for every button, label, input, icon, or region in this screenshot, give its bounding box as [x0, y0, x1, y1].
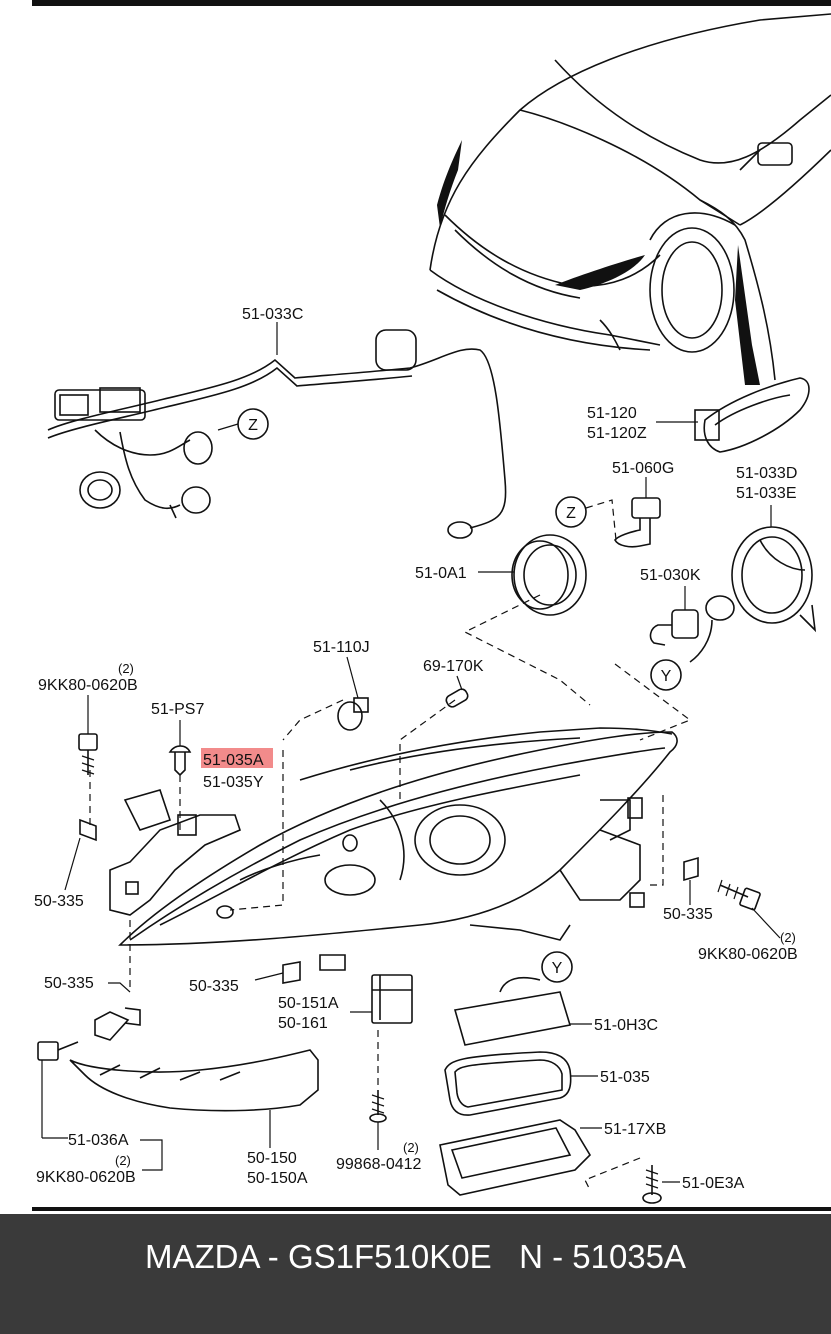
label-qty-left-bolt: (2) [118, 661, 134, 676]
car-front-illustration [429, 13, 831, 385]
label-51-033d: 51-033D [736, 465, 797, 482]
top-border [32, 0, 831, 6]
label-51-036a: 51-036A [68, 1132, 129, 1149]
nut-bottom-mid [254, 961, 301, 984]
harness-033d-033e [731, 505, 817, 633]
label-51-030k: 51-030K [640, 567, 701, 584]
label-51-0e3a: 51-0E3A [682, 1175, 745, 1192]
label-51-120: 51-120 [587, 405, 637, 422]
side-marker-lamp [656, 377, 810, 453]
exploded-view-svg: Z Z Y Y [32, 0, 831, 1211]
label-51-17xb: 51-17XB [604, 1121, 666, 1138]
headlamp-assembly [109, 727, 678, 971]
cap-0a1 [478, 534, 587, 616]
highlight-box [201, 748, 273, 768]
screw-99868 [369, 1090, 387, 1150]
marker-y-bottom-label: Y [552, 960, 563, 977]
part-number-caption: MAZDA - GS1F510K0E N - 51035A [144, 1238, 687, 1275]
bolt-right [717, 879, 781, 939]
label-9kk80-bottom: 9KK80-0620B [36, 1169, 136, 1186]
label-99868-0412: 99868-0412 [336, 1156, 422, 1173]
marker-z-left: Z [217, 408, 269, 440]
marker-z-left-label: Z [248, 417, 258, 434]
label-51-035y: 51-035Y [203, 774, 264, 791]
screw-0e3a [642, 1165, 680, 1204]
label-51-0h3c: 51-0H3C [594, 1017, 658, 1034]
marker-y-bottom: Y [541, 951, 573, 983]
bracket-050-151a [350, 974, 413, 1024]
marker-y-right: Y [650, 659, 682, 691]
bolt-left [78, 695, 98, 775]
label-51-ps7: 51-PS7 [151, 701, 204, 718]
bulb-030k [649, 586, 735, 663]
unit-17xb [439, 1119, 602, 1196]
label-69-170k: 69-170K [423, 658, 484, 675]
bracket-050-150 [69, 1007, 319, 1148]
label-50-335-bottom-left: 50-335 [44, 975, 94, 992]
gasket-035 [444, 1051, 598, 1116]
marker-z-right: Z [555, 496, 617, 541]
label-50-151a: 50-151A [278, 995, 339, 1012]
nut-right [683, 856, 699, 905]
label-50-150a: 50-150A [247, 1170, 308, 1187]
label-51-0a1: 51-0A1 [415, 565, 467, 582]
label-51-060g: 51-060G [612, 460, 674, 477]
nut-left [64, 818, 97, 891]
label-qty-right-bolt: (2) [780, 930, 796, 945]
marker-y-right-label: Y [661, 668, 672, 685]
label-51-033c: 51-033C [242, 306, 303, 323]
caption-bar: MAZDA - GS1F510K0E N - 51035A [0, 1214, 831, 1334]
clip-ps7 [168, 720, 192, 777]
wiring-harness [47, 329, 507, 539]
label-9kk80-left: 9KK80-0620B [38, 677, 138, 694]
label-50-335-right: 50-335 [663, 906, 713, 923]
label-50-335-bottom-mid: 50-335 [189, 978, 239, 995]
label-51-035a: 51-035A [203, 752, 264, 769]
label-51-120z: 51-120Z [587, 425, 647, 442]
parts-diagram: Z Z Y Y [32, 0, 831, 1211]
cover-0h3c [453, 976, 592, 1046]
label-50-161: 50-161 [278, 1015, 328, 1032]
marker-z-right-label: Z [566, 505, 576, 522]
bulb-060g [614, 477, 661, 548]
label-51-035: 51-035 [600, 1069, 650, 1086]
bolt-bottom-left [37, 1041, 79, 1139]
bulb-170k [445, 675, 469, 708]
label-51-033e: 51-033E [736, 485, 797, 502]
label-qty-bottom-bolt: (2) [115, 1153, 131, 1168]
label-qty-screw: (2) [403, 1140, 419, 1155]
bottom-border [32, 1207, 831, 1211]
label-9kk80-right: 9KK80-0620B [698, 946, 798, 963]
label-50-335-left: 50-335 [34, 893, 84, 910]
label-51-110j: 51-110J [313, 639, 370, 656]
bulb-110j [337, 656, 369, 731]
label-50-150: 50-150 [247, 1150, 297, 1167]
